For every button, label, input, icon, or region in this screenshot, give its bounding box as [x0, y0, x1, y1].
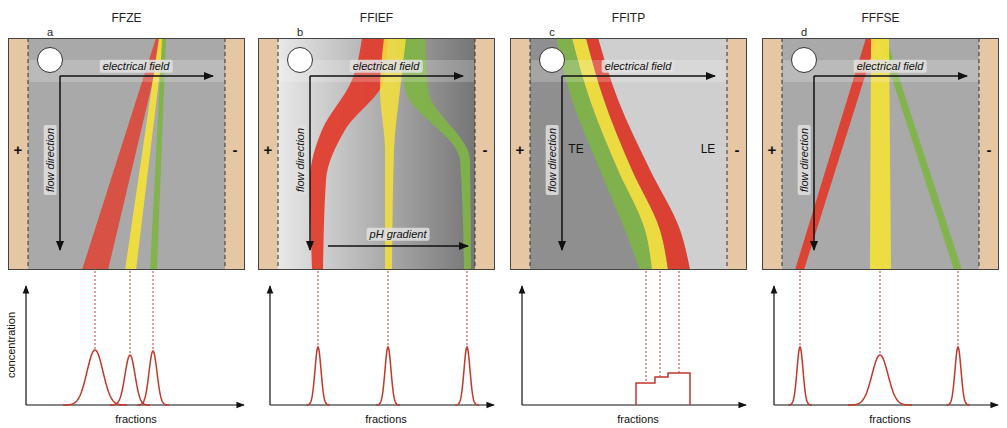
axis-label: fractions — [869, 413, 911, 426]
axis-label: electrical field — [602, 60, 675, 73]
axis-label: fractions — [365, 413, 407, 426]
electrode-sign: + — [14, 141, 23, 158]
separation-chamber — [510, 38, 747, 270]
zone-label: LE — [701, 143, 716, 157]
axis-label: flow direction — [294, 125, 307, 195]
panel-title: FFITP — [511, 11, 746, 25]
electrode-sign: + — [264, 141, 273, 158]
concentration-peak — [376, 271, 400, 405]
concentration-peak — [110, 271, 150, 405]
chart-axes — [522, 286, 746, 405]
axis-label: fractions — [617, 413, 659, 426]
panel-letter: b — [287, 47, 313, 73]
panel-letter: c — [539, 47, 565, 73]
electrode-sign: - — [735, 141, 740, 158]
separation-chamber — [8, 38, 245, 270]
axis-label: flow direction — [546, 125, 559, 195]
concentration-peak — [946, 271, 970, 405]
field-flow-arrows — [782, 38, 979, 270]
axis-label: concentration — [5, 312, 18, 378]
panel-letter-text: c — [540, 27, 564, 38]
panel-title: FFFSE — [763, 11, 998, 25]
axis-label: electrical field — [854, 60, 927, 73]
axis-label: fractions — [115, 413, 157, 426]
concentration-peak — [848, 271, 912, 405]
axis-label: electrical field — [100, 60, 173, 73]
axis-label: electrical field — [350, 60, 423, 73]
chart-axes — [774, 286, 998, 405]
chart-axes — [270, 286, 494, 405]
axis-label: flow direction — [798, 125, 811, 195]
electrode-sign: - — [233, 141, 238, 158]
concentration-peak — [788, 271, 812, 405]
field-flow-arrows — [278, 38, 475, 270]
chart-axes — [26, 286, 244, 405]
field-flow-arrows — [28, 38, 225, 270]
concentration-peak — [455, 271, 479, 405]
concentration-peak — [306, 271, 330, 405]
concentration-peak — [137, 271, 169, 405]
panel-letter: a — [37, 47, 63, 73]
electrode-sign: + — [768, 141, 777, 158]
axis-label: flow direction — [44, 125, 57, 195]
electrode-sign: - — [483, 141, 488, 158]
electrode-sign: + — [516, 141, 525, 158]
panel-letter: d — [791, 47, 817, 73]
panel-title: FFZE — [9, 11, 244, 25]
separation-chamber — [762, 38, 999, 270]
panel-title: FFIEF — [259, 11, 494, 25]
separation-chamber — [258, 38, 495, 270]
electrode-sign: - — [987, 141, 992, 158]
panel-letter-text: a — [38, 27, 62, 38]
isotachophoresis-zones — [636, 271, 690, 405]
axis-label: pH gradient — [367, 228, 430, 241]
concentration-peak — [63, 271, 127, 405]
field-flow-arrows — [530, 38, 727, 270]
panel-letter-text: d — [792, 27, 816, 38]
zone-label: TE — [568, 143, 583, 157]
panel-letter-text: b — [288, 27, 312, 38]
